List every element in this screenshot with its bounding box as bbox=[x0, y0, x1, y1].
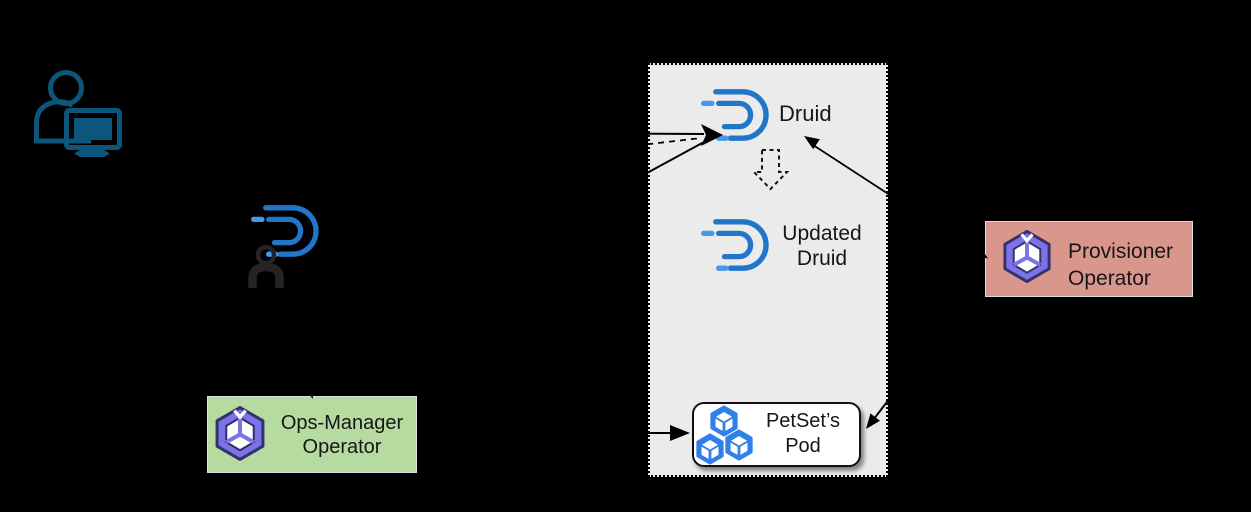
pod-icon bbox=[725, 429, 753, 461]
updated-druid-label: Updated Druid bbox=[782, 222, 862, 270]
pod-icon bbox=[696, 433, 724, 465]
edge-into-ops-manager bbox=[295, 347, 314, 399]
person-at-computer-icon bbox=[34, 70, 122, 157]
operator-cube-icon bbox=[213, 405, 267, 462]
pod-group-icon bbox=[696, 405, 753, 465]
pod-icon bbox=[710, 405, 738, 437]
petset-pod-label: PetSet’s Pod bbox=[765, 410, 841, 457]
ops-manager-operator-label: Ops-Manager Operator bbox=[280, 412, 404, 458]
druid-logo bbox=[700, 216, 776, 274]
druid-label: Druid bbox=[779, 101, 832, 126]
provisioner-operator-label: Provisioner Operator bbox=[1068, 240, 1174, 290]
operator-cube-icon bbox=[1001, 229, 1053, 284]
person-icon bbox=[248, 244, 284, 288]
edge-user-to-druid bbox=[139, 124, 723, 146]
druid-logo bbox=[700, 86, 776, 144]
